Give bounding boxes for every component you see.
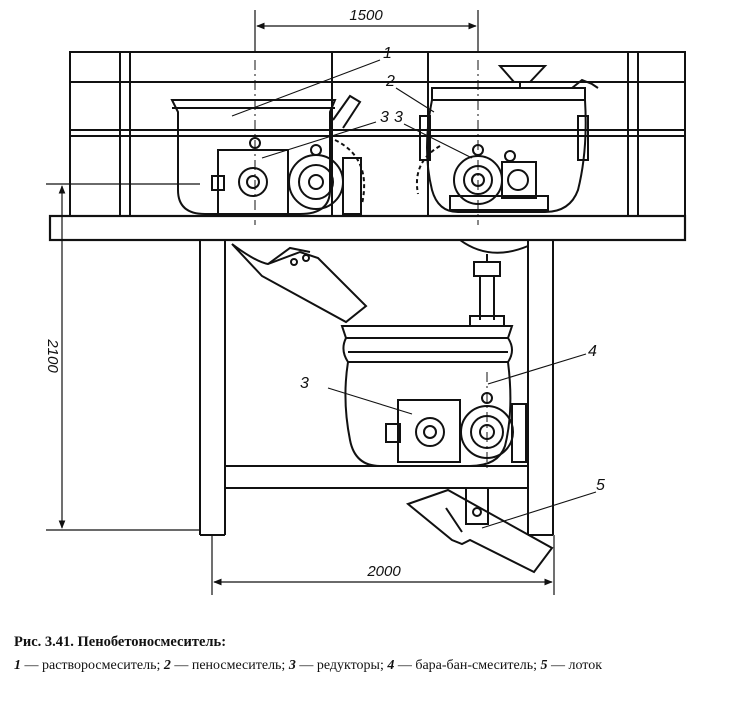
callout-2: 2	[385, 73, 395, 90]
legend-text-2: пеносмеситель;	[191, 658, 286, 673]
figure-caption: Рис. 3.41. Пенобетоносмеситель: 1 — раст…	[14, 634, 729, 674]
legend-text-1: растворосмеситель;	[42, 658, 161, 673]
leader-lines	[231, 59, 597, 529]
callout-3-left: 3	[380, 109, 389, 126]
legend-num-4: 4	[387, 658, 395, 673]
dimension-1500	[254, 10, 479, 52]
upper-chute	[231, 243, 368, 324]
support-frame	[199, 240, 554, 536]
mortar-mixer	[170, 60, 366, 225]
dimension-label-2000: 2000	[366, 563, 401, 580]
callout-4: 4	[588, 343, 597, 360]
legend-num-1: 1	[14, 658, 21, 673]
foam-mixer	[416, 60, 599, 254]
dimension-2100	[46, 183, 200, 531]
lower-chute	[405, 487, 554, 574]
legend-text-5: лоток	[568, 658, 603, 673]
callout-5: 5	[596, 477, 605, 494]
legend-text-3: редукторы;	[316, 658, 384, 673]
caption-title: Рис. 3.41. Пенобетоносмеситель:	[14, 634, 227, 650]
dimension-2000	[211, 535, 555, 595]
legend-num-5: 5	[540, 658, 548, 673]
dimension-label-1500: 1500	[349, 7, 383, 24]
callout-3-right: 3	[394, 109, 403, 126]
legend-text-4: бара-бан-смеситель;	[415, 658, 537, 673]
caption-legend: 1 — растворосмеситель; 2 — пеносмеситель…	[14, 658, 603, 673]
upper-frame	[48, 51, 687, 242]
legend-num-3: 3	[288, 658, 296, 673]
legend-num-2: 2	[163, 658, 171, 673]
drum-mixer	[340, 254, 527, 470]
callout-3-lower: 3	[300, 375, 309, 392]
dimension-label-2100: 2100	[44, 338, 61, 373]
callout-1: 1	[383, 45, 392, 62]
foam-concrete-mixer-drawing: 1500 2100 2000 1 2 3 3 3 4 5	[44, 7, 687, 595]
